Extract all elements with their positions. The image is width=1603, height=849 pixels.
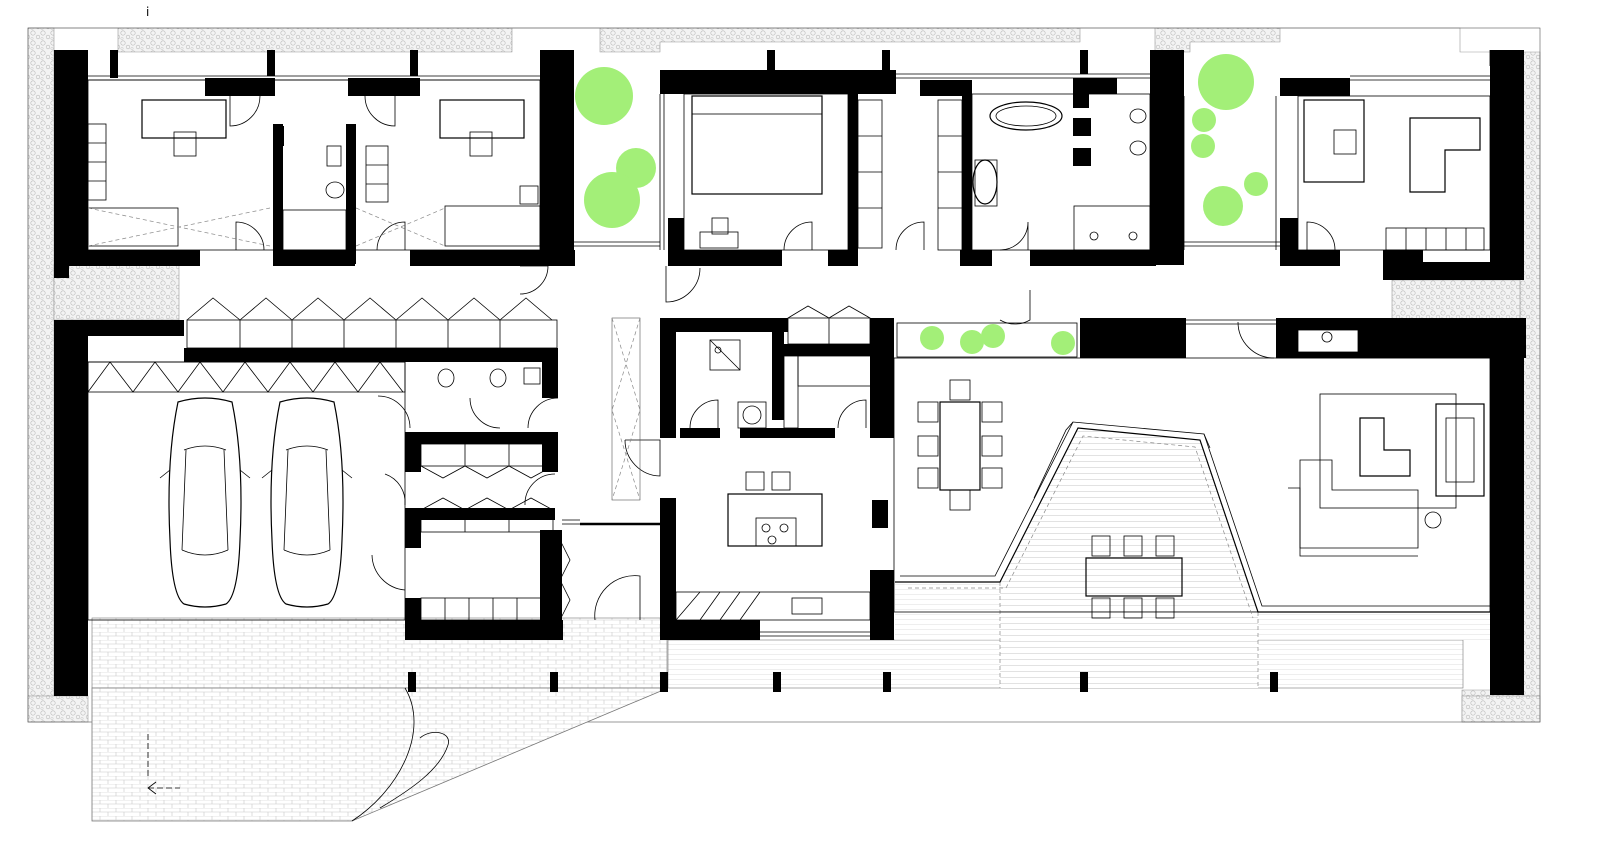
door [524, 473, 556, 506]
door [594, 575, 641, 621]
door [1306, 221, 1336, 251]
tree-icon [960, 330, 984, 354]
terrace-decking [667, 428, 1490, 689]
door [371, 554, 406, 591]
door [624, 439, 661, 477]
door [377, 395, 411, 429]
door [999, 290, 1031, 325]
door [469, 397, 501, 429]
tree-icon [1051, 331, 1075, 355]
door [235, 221, 265, 251]
doors [229, 95, 1336, 621]
door [783, 221, 813, 251]
site-outline [27, 27, 1541, 723]
tree-icon [1192, 108, 1216, 132]
top-marker-label: i [146, 5, 149, 19]
tree-icon [575, 67, 633, 125]
tree-icon [1198, 54, 1254, 110]
tree-icon [584, 172, 640, 228]
tree-icon [1203, 186, 1243, 226]
car-icon [159, 397, 251, 608]
glazing [562, 94, 1280, 637]
door [999, 221, 1029, 251]
entrance-paving [91, 617, 669, 822]
planting [575, 54, 1268, 358]
tree-icon [920, 326, 944, 350]
tree-icon [1244, 172, 1268, 196]
door [364, 95, 396, 127]
door [376, 221, 406, 251]
walls [54, 50, 1526, 696]
door [895, 221, 925, 251]
door [384, 473, 406, 506]
tree-icon [1191, 134, 1215, 158]
door [229, 95, 261, 127]
door [519, 265, 549, 295]
furniture [87, 95, 1490, 621]
door [689, 399, 719, 429]
car-icon [261, 397, 353, 608]
tree-icon [981, 324, 1005, 348]
door [665, 266, 701, 303]
left-arrow-icon [147, 734, 180, 795]
door [837, 399, 867, 429]
door [1237, 321, 1275, 359]
door [527, 397, 559, 429]
